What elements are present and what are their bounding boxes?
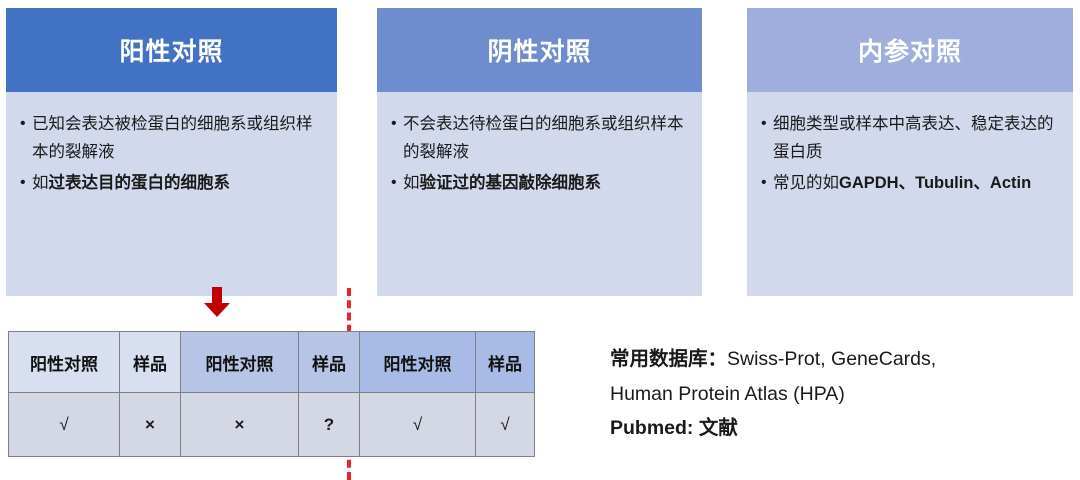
table-header-row: 阳性对照 样品 阳性对照 样品 阳性对照 样品 bbox=[8, 331, 535, 393]
bullet-text: 不会表达待检蛋白的细胞系或组织样本的裂解液 bbox=[403, 115, 684, 162]
card-negative-control-body: • 不会表达待检蛋白的细胞系或组织样本的裂解液 • 如验证过的基因敲除细胞系 bbox=[377, 92, 702, 296]
card-positive-control-title: 阳性对照 bbox=[6, 8, 337, 92]
table-header-cell: 样品 bbox=[298, 331, 360, 393]
bullet-text-emphasis: GAPDH、Tubulin、Actin bbox=[839, 173, 1032, 192]
bullet-dot-icon: • bbox=[761, 173, 767, 191]
bullet-text: 如 bbox=[32, 173, 49, 192]
table-cell-result: × bbox=[180, 392, 299, 457]
notes-line-databases: 常用数据库：Swiss-Prot, GeneCards, bbox=[610, 342, 1060, 377]
list-item: • 不会表达待检蛋白的细胞系或组织样本的裂解液 bbox=[391, 110, 688, 167]
comparison-table: 阳性对照 样品 阳性对照 样品 阳性对照 样品 √ × × ? √ √ bbox=[8, 331, 535, 457]
bullet-dot-icon: • bbox=[20, 173, 26, 191]
card-negative-control: 阴性对照 • 不会表达待检蛋白的细胞系或组织样本的裂解液 • 如验证过的基因敲除… bbox=[377, 8, 702, 296]
table-cell-result: √ bbox=[8, 392, 120, 457]
bullet-dot-icon: • bbox=[761, 115, 767, 132]
card-internal-control-title: 内参对照 bbox=[747, 8, 1073, 92]
notes-line-pubmed: Pubmed: 文献 bbox=[610, 417, 738, 440]
card-internal-control: 内参对照 • 细胞类型或样本中高表达、稳定表达的蛋白质 • 常见的如GAPDH、… bbox=[747, 8, 1073, 296]
table-header-cell: 样品 bbox=[475, 331, 535, 393]
list-item: • 细胞类型或样本中高表达、稳定表达的蛋白质 bbox=[761, 110, 1059, 167]
table-cell-result: ? bbox=[298, 392, 360, 457]
list-item: • 如验证过的基因敲除细胞系 bbox=[391, 169, 688, 197]
bullet-dot-icon: • bbox=[391, 173, 397, 191]
notes-databases-value: Swiss-Prot, GeneCards, bbox=[727, 348, 937, 370]
bullet-text: 已知会表达被检蛋白的细胞系或组织样本的裂解液 bbox=[32, 115, 313, 162]
red-down-arrow-icon bbox=[204, 287, 230, 317]
bullet-text: 常见的如 bbox=[773, 173, 839, 192]
bullet-dot-icon: • bbox=[391, 115, 397, 132]
card-positive-control: 阳性对照 • 已知会表达被检蛋白的细胞系或组织样本的裂解液 • 如过表达目的蛋白… bbox=[6, 8, 337, 296]
table-header-cell: 阳性对照 bbox=[8, 331, 120, 393]
table-cell-result: √ bbox=[475, 392, 535, 457]
table-row: √ × × ? √ √ bbox=[8, 392, 535, 457]
table-header-cell: 阳性对照 bbox=[180, 331, 299, 393]
reference-notes: 常用数据库：Swiss-Prot, GeneCards, Human Prote… bbox=[610, 342, 1060, 446]
list-item: • 常见的如GAPDH、Tubulin、Actin bbox=[761, 169, 1059, 197]
table-cell-result: × bbox=[119, 392, 181, 457]
table-header-cell: 样品 bbox=[119, 331, 181, 393]
card-negative-control-title: 阴性对照 bbox=[377, 8, 702, 92]
table-header-cell: 阳性对照 bbox=[359, 331, 476, 393]
list-item: • 已知会表达被检蛋白的细胞系或组织样本的裂解液 bbox=[20, 110, 323, 167]
list-item: • 如过表达目的蛋白的细胞系 bbox=[20, 169, 323, 197]
card-internal-control-body: • 细胞类型或样本中高表达、稳定表达的蛋白质 • 常见的如GAPDH、Tubul… bbox=[747, 92, 1073, 296]
notes-line-hpa: Human Protein Atlas (HPA) bbox=[610, 382, 845, 405]
bullet-text: 如 bbox=[403, 173, 420, 192]
bullet-text-emphasis: 验证过的基因敲除细胞系 bbox=[419, 173, 602, 192]
card-positive-control-body: • 已知会表达被检蛋白的细胞系或组织样本的裂解液 • 如过表达目的蛋白的细胞系 bbox=[6, 92, 337, 296]
notes-databases-label: 常用数据库： bbox=[610, 348, 728, 370]
bullet-text-emphasis: 过表达目的蛋白的细胞系 bbox=[48, 173, 231, 192]
table-cell-result: √ bbox=[359, 392, 476, 457]
bullet-text: 细胞类型或样本中高表达、稳定表达的蛋白质 bbox=[773, 115, 1054, 162]
bullet-dot-icon: • bbox=[20, 115, 26, 132]
